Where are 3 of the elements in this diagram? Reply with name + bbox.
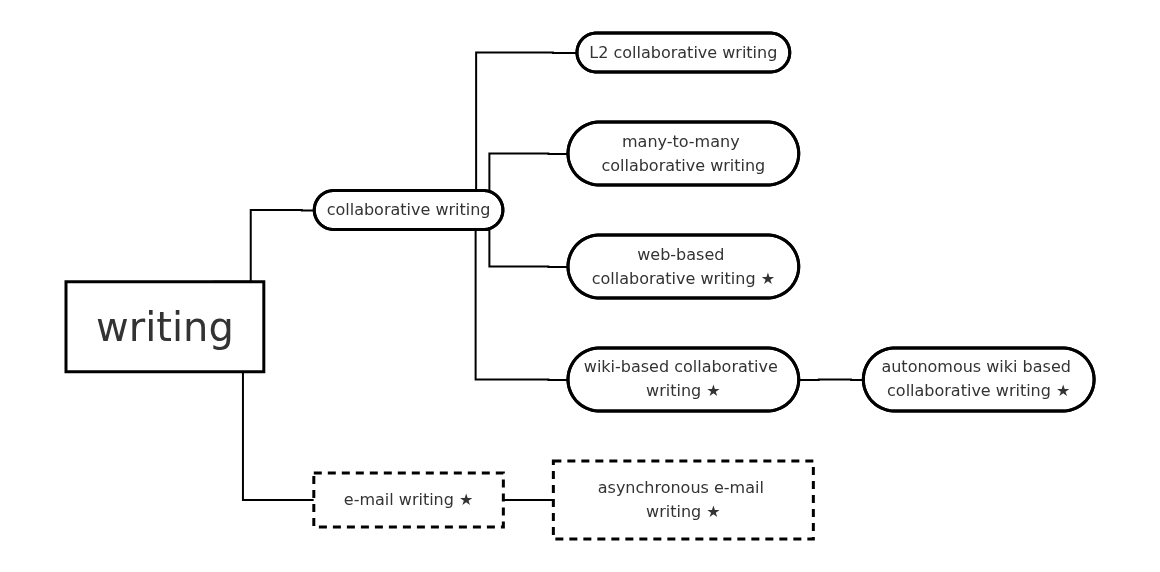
node-box: e-mail writing ★ (312, 471, 505, 529)
node-box: writing (64, 280, 266, 374)
node-box: asynchronous e-mail writing ★ (551, 459, 815, 541)
